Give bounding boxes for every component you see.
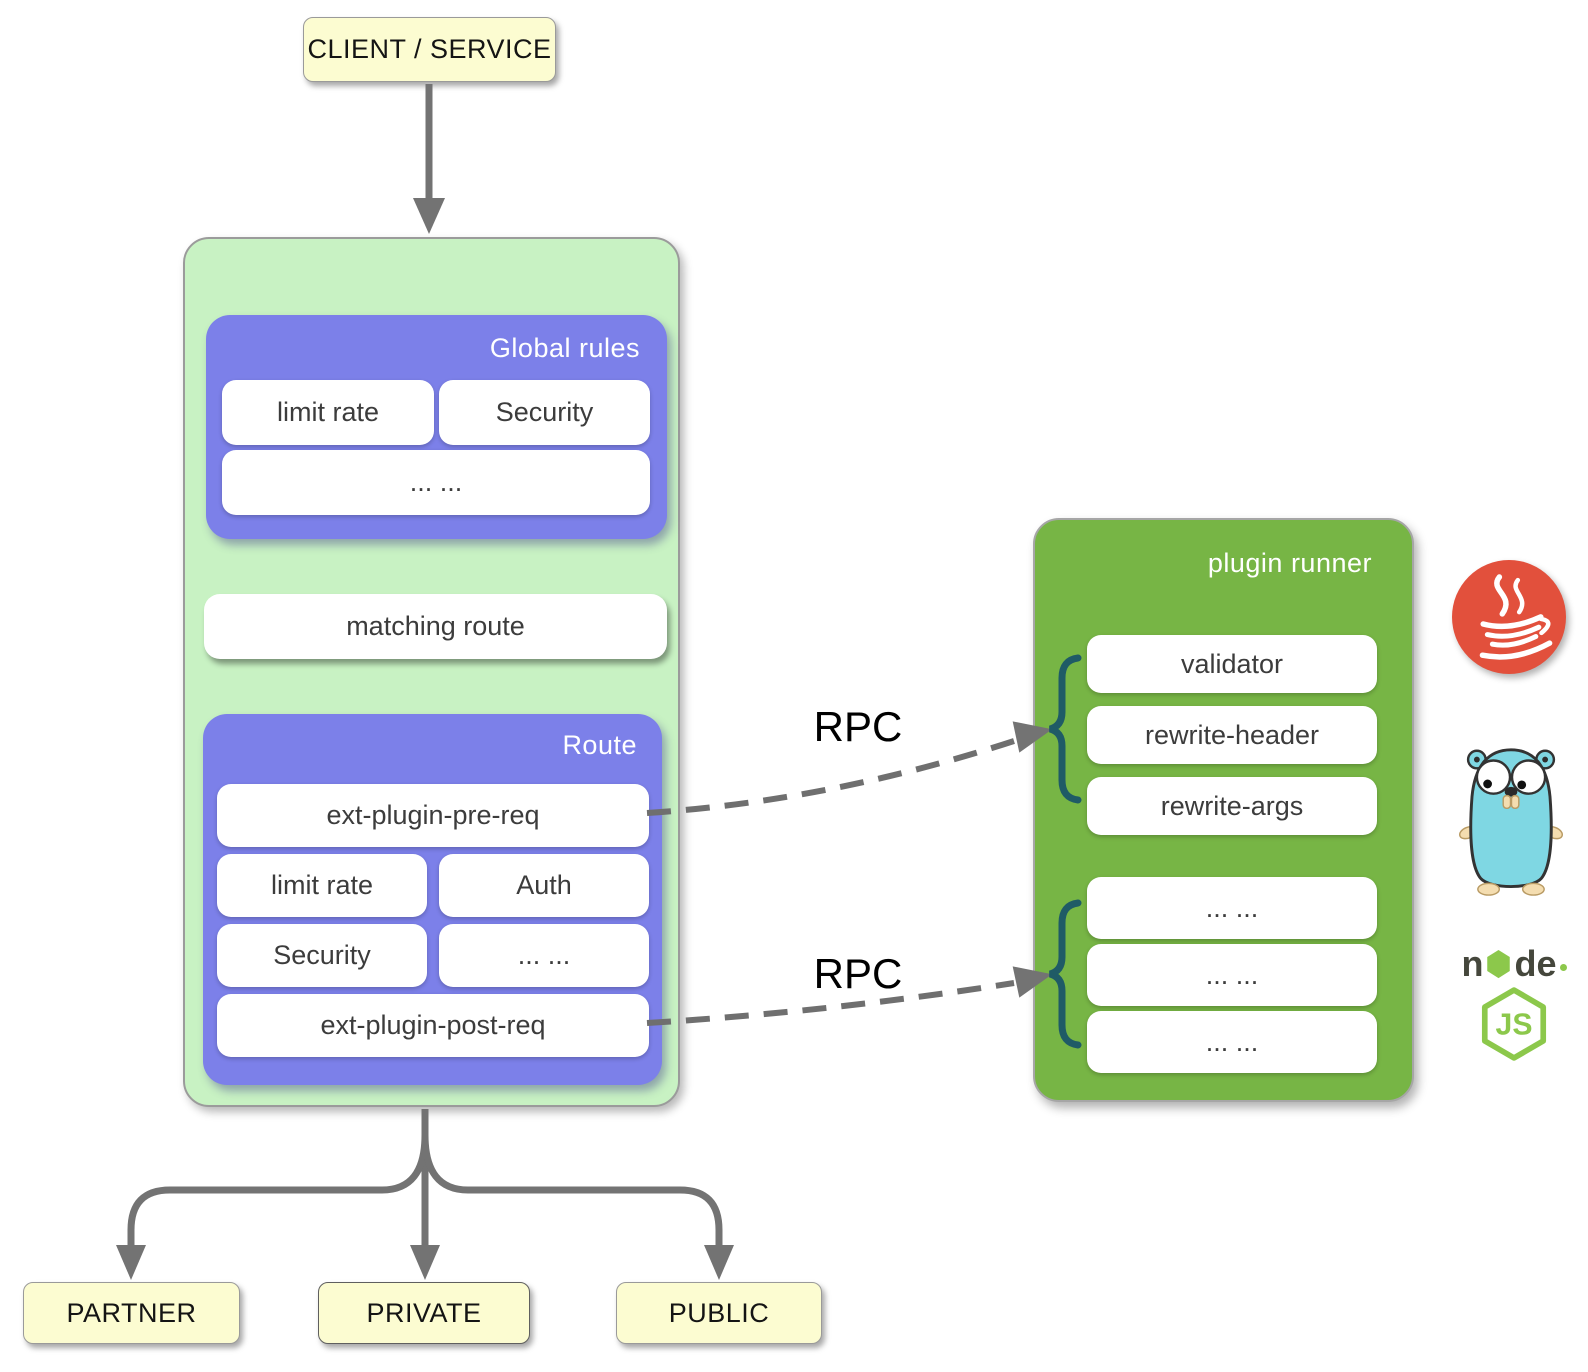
go-gopher-icon	[1457, 742, 1565, 898]
plugin-chip-auth: Auth	[439, 854, 649, 917]
matching-route-box: matching route	[204, 594, 667, 659]
global-rules-title: Global rules	[489, 333, 640, 363]
upstream-public-label: PUBLIC	[668, 1297, 770, 1328]
public-arrowhead	[704, 1245, 734, 1280]
runner-chip-ellipsis: ... ...	[1087, 877, 1377, 939]
plugin-chip-ext-plugin-pre-req: ext-plugin-pre-req	[217, 784, 649, 847]
gateway-to-partner-line	[127, 1134, 429, 1248]
plugin-chip-security: Security	[439, 380, 650, 445]
runner-chip-rewrite-header: rewrite-header	[1087, 706, 1377, 764]
plugin-chip-ellipsis: ... ...	[439, 924, 649, 987]
client-service-box: CLIENT / SERVICE	[303, 17, 556, 82]
runner-chip-ellipsis: ... ...	[1087, 1011, 1377, 1073]
partner-arrowhead	[116, 1245, 146, 1280]
nodejs-wordmark: n de	[1461, 943, 1567, 984]
java-coffee-cup	[1479, 574, 1553, 660]
client-to-gateway-arrowhead	[413, 198, 445, 234]
plugin-runner-title: plugin runner	[1207, 548, 1372, 578]
runner-chip-validator: validator	[1087, 635, 1377, 693]
plugin-chip-ellipsis: ... ...	[222, 450, 650, 515]
gateway-to-public-line	[421, 1134, 723, 1248]
plugin-runner-box: plugin runner validator rewrite-header r…	[1033, 518, 1414, 1102]
upstream-private-label: PRIVATE	[366, 1297, 482, 1328]
gateway-container: Global rules limit rate Security ... ...…	[183, 237, 680, 1107]
upstream-partner-box: PARTNER	[23, 1282, 240, 1344]
route-title: Route	[562, 730, 637, 760]
global-rules-box: Global rules limit rate Security ... ...	[206, 315, 667, 539]
nodejs-js-hexagon: JS	[1481, 987, 1547, 1061]
plugin-chip-limit-rate: limit rate	[222, 380, 434, 445]
java-icon	[1452, 560, 1566, 674]
rpc-pre-label: RPC	[813, 703, 903, 750]
client-service-label: CLIENT / SERVICE	[307, 34, 552, 64]
nodejs-hexagon-o	[1487, 949, 1511, 979]
nodejs-word-right: de	[1514, 943, 1557, 984]
nodejs-word-left: n	[1461, 943, 1484, 984]
private-arrowhead	[410, 1245, 440, 1280]
nodejs-accent-dot	[1559, 963, 1567, 971]
plugin-chip-limit-rate: limit rate	[217, 854, 427, 917]
upstream-public-box: PUBLIC	[616, 1282, 822, 1344]
route-box: Route ext-plugin-pre-req limit rate Auth…	[203, 714, 662, 1085]
nodejs-js-label: JS	[1496, 1008, 1533, 1041]
plugin-chip-ext-plugin-post-req: ext-plugin-post-req	[217, 994, 649, 1057]
rpc-pre-dashed-line	[646, 738, 1015, 816]
rpc-post-label: RPC	[813, 950, 903, 997]
runner-chip-rewrite-args: rewrite-args	[1087, 777, 1377, 835]
nodejs-icon: n de JS	[1455, 946, 1573, 1062]
upstream-private-box: PRIVATE	[318, 1282, 530, 1344]
runner-chip-ellipsis: ... ...	[1087, 944, 1377, 1006]
upstream-partner-label: PARTNER	[66, 1297, 197, 1328]
plugin-chip-security: Security	[217, 924, 427, 987]
